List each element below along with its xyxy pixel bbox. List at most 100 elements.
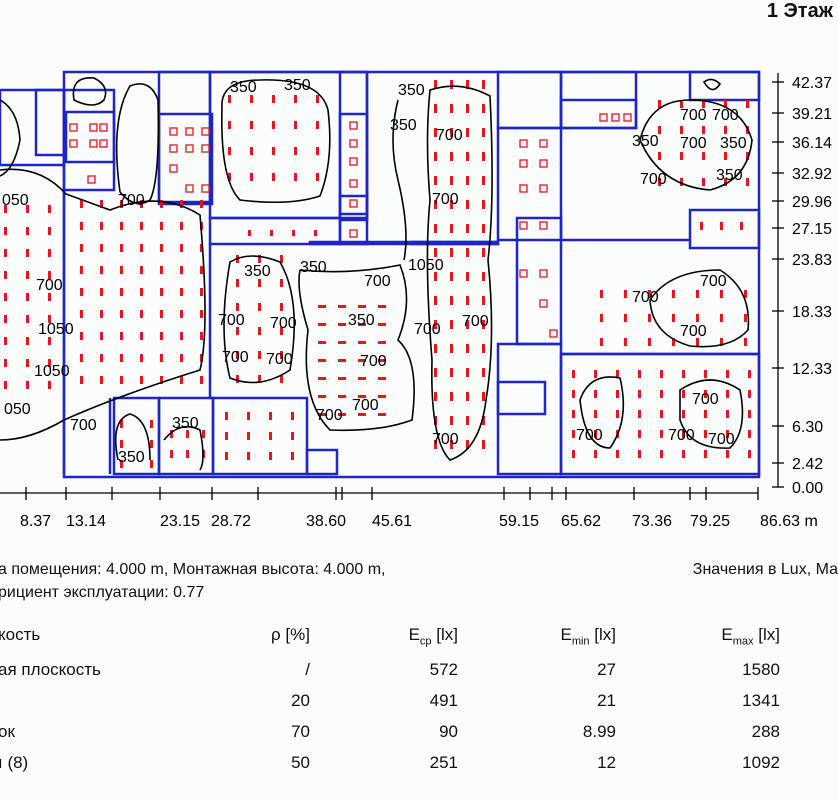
luminaire	[236, 375, 239, 383]
luminaire	[482, 80, 485, 89]
luminaire-square	[539, 221, 548, 230]
luminaire	[316, 121, 319, 129]
luminaire	[624, 314, 627, 322]
luminaire	[482, 416, 485, 425]
luminaire	[180, 222, 183, 230]
luminaire	[160, 332, 163, 340]
luminaire	[434, 248, 437, 257]
luminaire	[682, 430, 685, 438]
luminaire	[48, 293, 51, 301]
luminaire	[466, 104, 469, 113]
isoline-label: 700	[700, 273, 727, 290]
isoline-label: 700	[218, 312, 245, 329]
isoline	[702, 78, 722, 91]
luminaire	[482, 272, 485, 281]
luminaire	[291, 412, 294, 420]
luminaire	[318, 359, 326, 362]
luminaire	[236, 351, 239, 359]
luminaire	[180, 200, 183, 208]
luminaire	[616, 390, 619, 398]
luminaire	[358, 359, 366, 362]
luminaire	[672, 290, 675, 298]
luminaire	[80, 354, 83, 362]
luminaire	[150, 460, 153, 468]
luminaire	[450, 416, 453, 425]
luminaire	[338, 359, 346, 362]
luminaire	[594, 410, 597, 418]
luminaire	[378, 323, 386, 326]
luminaire	[648, 338, 651, 346]
luminaire	[680, 152, 683, 160]
luminaire	[466, 320, 469, 329]
luminaire	[291, 432, 294, 440]
luminaire	[200, 354, 203, 362]
luminaire-square	[519, 221, 528, 230]
luminaire	[120, 288, 123, 296]
luminaire	[120, 460, 123, 468]
luminaire	[680, 100, 683, 108]
isoline-label: 700	[576, 427, 603, 444]
luminaire	[724, 178, 727, 186]
luminaire	[680, 178, 683, 186]
luminaire	[140, 376, 143, 384]
luminaire	[269, 432, 272, 440]
luminaire	[720, 338, 723, 346]
isoline-label: 1050	[38, 321, 74, 338]
luminaire	[482, 176, 485, 185]
luminaire	[466, 128, 469, 137]
isoline-label: 700	[708, 431, 735, 448]
luminaire	[704, 390, 707, 398]
luminaire	[120, 420, 123, 428]
luminaire	[724, 152, 727, 160]
luminaire	[434, 128, 437, 137]
luminaire	[80, 200, 83, 208]
luminaire	[726, 430, 729, 438]
y-tick-label: 32.92	[792, 166, 832, 183]
luminaire	[160, 244, 163, 252]
luminaire-square	[99, 139, 108, 148]
luminaire	[682, 410, 685, 418]
isoline-label: 700	[668, 427, 695, 444]
luminaire	[292, 230, 295, 236]
emin-cell: 27	[597, 660, 616, 679]
isoline	[639, 99, 753, 191]
luminaire	[482, 128, 485, 137]
luminaire	[726, 370, 729, 378]
isoline-label: 700	[462, 313, 489, 330]
luminaire	[140, 354, 143, 362]
isoline-label: 350	[172, 415, 199, 432]
luminaire-square	[69, 123, 78, 132]
surface-cell: ı (8)	[0, 753, 29, 772]
luminaire	[744, 290, 747, 298]
luminaire	[378, 359, 386, 362]
luminaire	[378, 395, 386, 398]
luminaire	[338, 305, 346, 308]
luminaire	[186, 430, 189, 438]
luminaire	[200, 332, 203, 340]
y-tick-label: 0.00	[792, 480, 823, 497]
luminaire-square	[169, 144, 178, 153]
luminaire	[225, 452, 228, 460]
x-tick-label: 45.61	[372, 513, 412, 530]
luminaire	[318, 413, 326, 416]
luminaire	[80, 222, 83, 230]
luminaire	[572, 390, 575, 398]
luminaire	[100, 266, 103, 274]
surface-cell: ок	[0, 722, 15, 741]
page-title: 1 Этаж /	[766, 0, 838, 22]
luminaire-square	[349, 179, 358, 188]
room-wall	[410, 240, 500, 246]
rho-cell: /	[305, 660, 310, 679]
luminaire	[600, 314, 603, 322]
luminaire	[200, 200, 203, 208]
luminaire	[258, 375, 261, 383]
luminaire	[748, 430, 751, 438]
luminaire	[434, 224, 437, 233]
luminaire	[140, 266, 143, 274]
luminaire	[648, 314, 651, 322]
isoline	[679, 379, 744, 449]
